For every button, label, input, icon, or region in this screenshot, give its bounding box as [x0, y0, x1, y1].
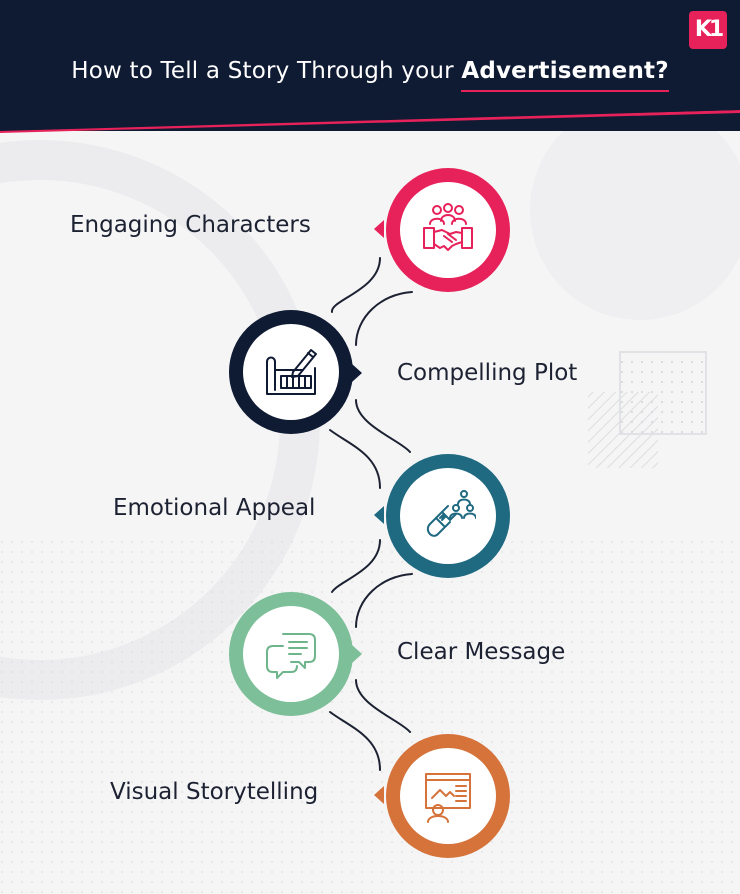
title-prefix: How to Tell a Story Through your [71, 58, 462, 84]
brand-logo: K1 [689, 11, 727, 49]
header-banner [0, 0, 740, 131]
step-pointer [374, 220, 384, 238]
step-node-inner [243, 324, 339, 420]
step-node-inner [400, 748, 496, 844]
page-title: How to Tell a Story Through your Adverti… [0, 58, 740, 92]
step-node-inner [400, 468, 496, 564]
blueprint-pencil-icon [266, 349, 317, 395]
step-label-compelling-plot: Compelling Plot [397, 360, 578, 386]
step-pointer [352, 645, 362, 663]
presentation-board-icon [425, 773, 471, 823]
step-node-emotional-appeal [386, 454, 510, 578]
step-pointer [374, 786, 384, 804]
step-pointer [352, 364, 362, 382]
title-underline [461, 90, 669, 92]
step-label-clear-message: Clear Message [397, 639, 566, 665]
chat-bubbles-icon [266, 633, 316, 679]
header-accent-stripe [0, 110, 740, 133]
step-label-engaging-characters: Engaging Characters [70, 212, 311, 238]
title-accent-text: Advertisement? [461, 58, 669, 84]
handshake-people-icon [423, 203, 473, 251]
step-node-inner [243, 606, 339, 702]
step-node-engaging-characters [386, 168, 510, 292]
step-node-visual-storytelling [386, 734, 510, 858]
title-accent: Advertisement? [461, 58, 669, 92]
step-label-emotional-appeal: Emotional Appeal [113, 495, 316, 521]
magnet-people-icon [426, 490, 476, 537]
step-pointer [374, 506, 384, 524]
step-node-compelling-plot [229, 310, 353, 434]
step-node-clear-message [229, 592, 353, 716]
step-node-inner [400, 182, 496, 278]
step-label-visual-storytelling: Visual Storytelling [110, 779, 319, 805]
